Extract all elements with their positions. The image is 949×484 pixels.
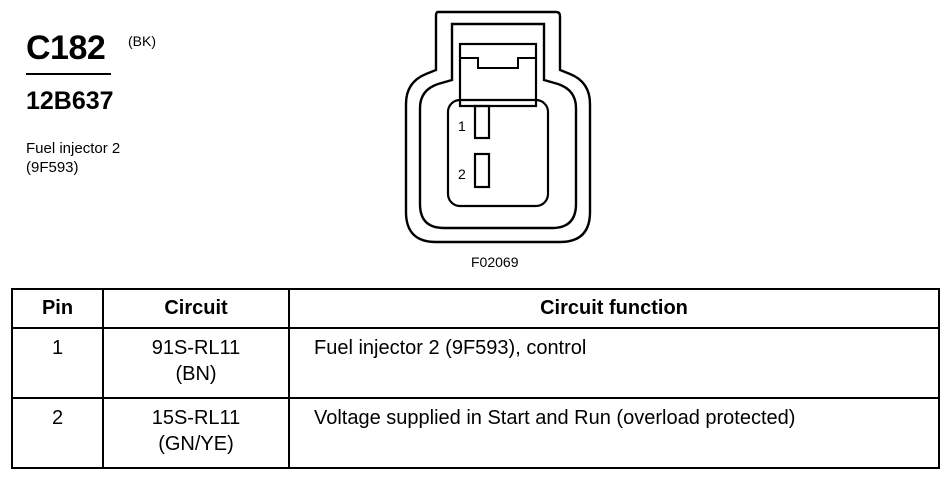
header-circuit: Circuit	[102, 288, 290, 329]
connector-description: Fuel injector 2 (9F593)	[26, 139, 120, 177]
circuit-code: 91S-RL11	[151, 337, 241, 359]
header-circuit-function: Circuit function	[288, 288, 940, 329]
circuit-cell: 91S-RL11 (BN)	[102, 327, 290, 399]
pin-table-header: Pin Circuit Circuit function	[11, 288, 940, 329]
connector-id-underline	[26, 73, 111, 75]
locking-tab	[458, 42, 538, 108]
pin-1-label: 1	[458, 118, 466, 134]
pin-2-label: 2	[458, 166, 466, 182]
description-line-2: (9F593)	[26, 159, 79, 176]
description-line-1: Fuel injector 2	[26, 140, 121, 157]
pin-table: Pin Circuit Circuit function 1 91S-RL11 …	[11, 288, 940, 469]
circuit-color: (GN/YE)	[158, 433, 234, 455]
pin-number: 2	[11, 397, 104, 469]
connector-housing-inner	[418, 22, 578, 230]
pin-2-terminal	[473, 152, 491, 189]
locking-tab-latch	[460, 57, 536, 69]
pin-1-terminal	[473, 104, 491, 140]
circuit-code: 15S-RL11	[151, 407, 241, 429]
table-row: 1 91S-RL11 (BN) Fuel injector 2 (9F593),…	[11, 327, 940, 399]
pin-number: 1	[11, 327, 104, 399]
circuit-function: Voltage supplied in Start and Run (overl…	[288, 397, 940, 469]
figure-id: F02069	[471, 254, 519, 270]
terminal-block	[446, 98, 550, 208]
circuit-cell: 15S-RL11 (GN/YE)	[102, 397, 290, 469]
connector-id: C182	[26, 29, 106, 67]
header-pin: Pin	[11, 288, 104, 329]
part-number: 12B637	[26, 87, 114, 115]
connector-face-diagram: 1 2	[404, 10, 592, 244]
connector-color: (BK)	[128, 33, 156, 49]
circuit-color: (BN)	[175, 363, 217, 385]
connector-housing-outer	[404, 10, 592, 244]
circuit-function: Fuel injector 2 (9F593), control	[288, 327, 940, 399]
table-row: 2 15S-RL11 (GN/YE) Voltage supplied in S…	[11, 397, 940, 469]
